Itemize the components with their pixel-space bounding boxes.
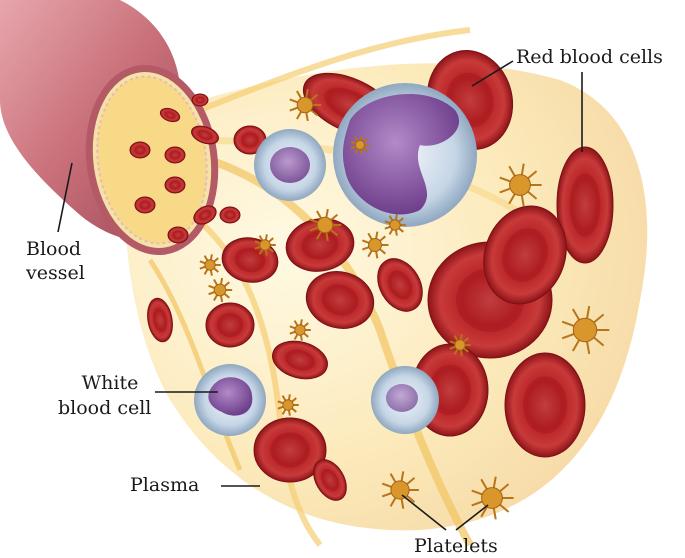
red-blood-cell <box>192 94 208 106</box>
red-blood-cell <box>135 197 155 213</box>
red-blood-cell <box>505 353 585 457</box>
red-blood-cell <box>168 227 188 243</box>
white-blood-cell-medium <box>254 129 326 201</box>
red-blood-cell <box>165 177 185 193</box>
label-blood-vessel-line2: vessel <box>26 262 85 284</box>
label-plasma: Plasma <box>130 474 199 496</box>
white-blood-cell-right <box>371 366 439 434</box>
label-red-blood-cells: Red blood cells <box>516 46 663 68</box>
white-blood-cell-labeled <box>194 364 266 436</box>
red-blood-cell <box>206 303 254 347</box>
white-blood-cell-large <box>333 83 477 227</box>
label-white-blood-cell-line1: White <box>70 372 150 394</box>
label-blood-vessel-line1: Blood <box>26 238 81 260</box>
label-platelets: Platelets <box>414 535 498 557</box>
red-blood-cell <box>130 142 150 158</box>
red-blood-cell <box>220 207 240 223</box>
red-blood-cell <box>165 147 185 163</box>
label-white-blood-cell-line2: blood cell <box>58 397 151 419</box>
